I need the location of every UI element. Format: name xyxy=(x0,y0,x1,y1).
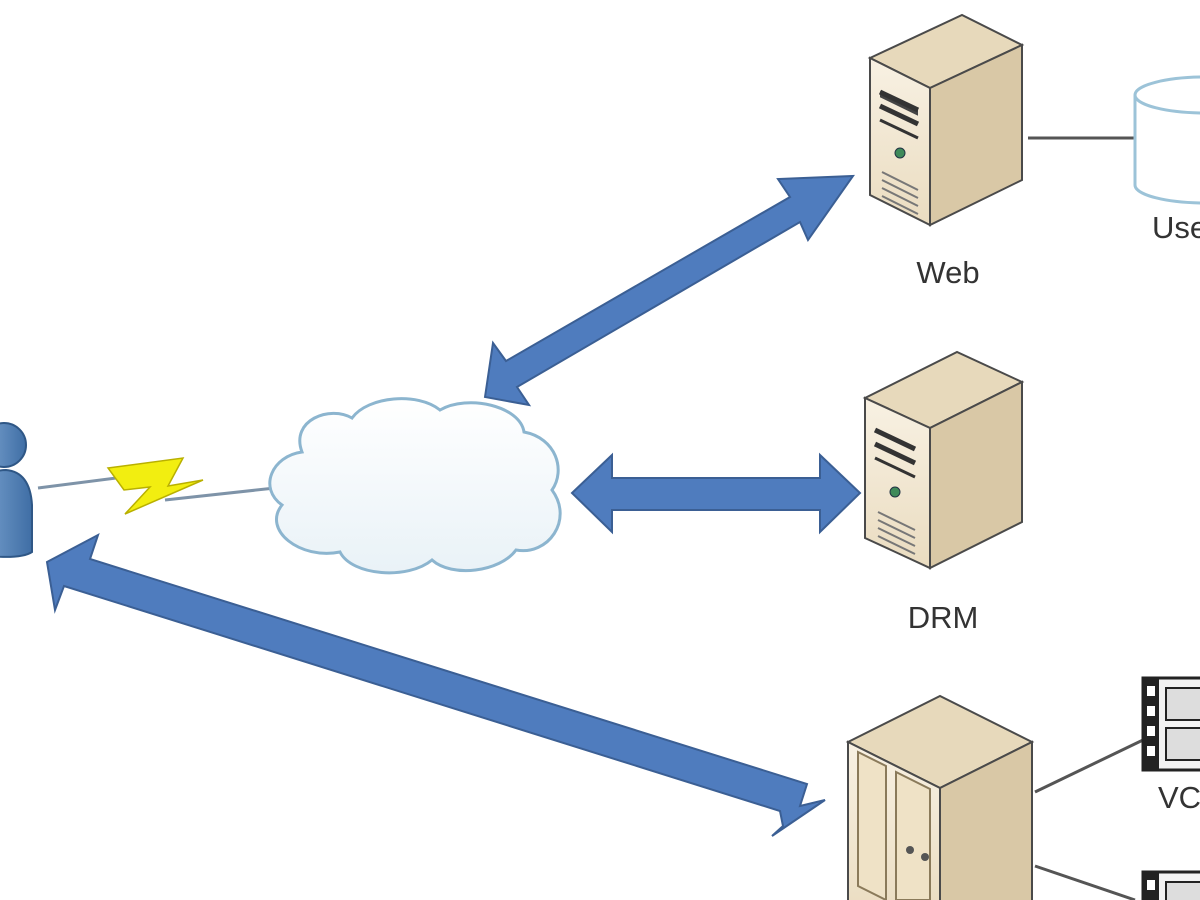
lightning-icon xyxy=(106,457,204,515)
lightning-cloud-line xyxy=(164,486,276,502)
database-icon xyxy=(1133,75,1200,205)
web-server-label: Web xyxy=(916,255,979,290)
drm-server-icon xyxy=(862,350,1025,570)
video-top-label: VC xyxy=(1158,780,1200,815)
storage-video-bottom-line xyxy=(1034,864,1136,900)
user-storage-arrow xyxy=(45,532,826,837)
cloud-drm-arrow xyxy=(570,452,862,535)
cloud-web-arrow xyxy=(483,174,855,407)
user-icon xyxy=(0,422,33,558)
storage-server-icon xyxy=(845,694,1035,900)
video-file-icon-top xyxy=(1141,676,1200,772)
web-server-icon xyxy=(867,13,1025,227)
storage-video-top-line xyxy=(1034,738,1144,794)
drm-server-label: DRM xyxy=(908,600,979,635)
video-file-icon-bottom xyxy=(1141,870,1200,900)
cloud-icon xyxy=(268,397,562,575)
database-label: Use xyxy=(1152,210,1200,245)
arrows xyxy=(45,174,862,837)
